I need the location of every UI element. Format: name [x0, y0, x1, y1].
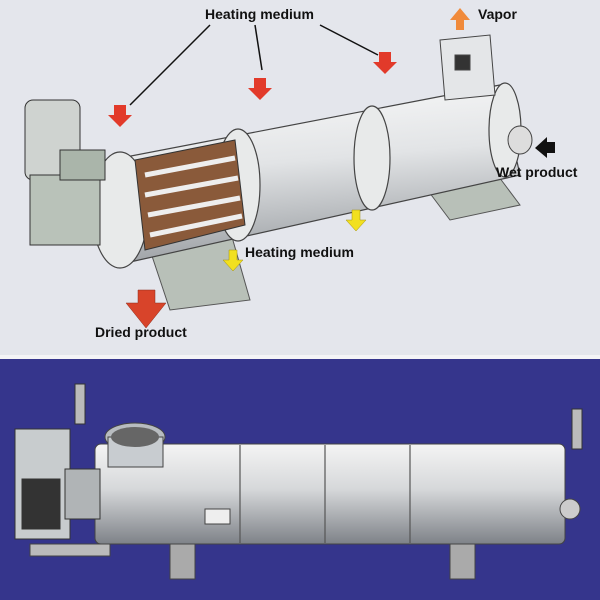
- wet-product-label: Wet product: [496, 164, 578, 180]
- vapor-outlet: [439, 34, 496, 101]
- wet-product-inlet: [507, 125, 533, 155]
- divider: [0, 355, 600, 359]
- dryer-shell: [94, 443, 566, 545]
- nameplate: [204, 508, 231, 525]
- top-panel-cutaway-diagram: Heating medium Vapor Wet product Heating…: [24, 6, 578, 340]
- vapor-arrow: [450, 8, 470, 30]
- dryer-photo-drawing: [14, 383, 583, 580]
- flanges: [91, 82, 522, 269]
- wet-product-arrow: [535, 137, 555, 158]
- end-nozzle: [559, 498, 581, 520]
- heating-medium-label-top: Heating medium: [205, 6, 314, 22]
- valve-handles: [74, 383, 583, 450]
- base-frame: [29, 543, 111, 557]
- heating-medium-label-bottom: Heating medium: [245, 244, 354, 260]
- shell-seams: [239, 445, 411, 543]
- dried-product-label: Dried product: [95, 324, 187, 340]
- motor: [24, 99, 106, 246]
- dryer-cutaway-drawing: [24, 8, 555, 329]
- bottom-panel-photo: [0, 359, 600, 600]
- paddles: [144, 155, 243, 238]
- heating-medium-out-arrows: [222, 209, 367, 272]
- motor-gearbox: [14, 428, 101, 540]
- heating-medium-in-arrows: [108, 52, 397, 127]
- vapor-label: Vapor: [478, 6, 517, 22]
- dried-product-arrow: [125, 289, 167, 329]
- leader-lines: [129, 24, 379, 106]
